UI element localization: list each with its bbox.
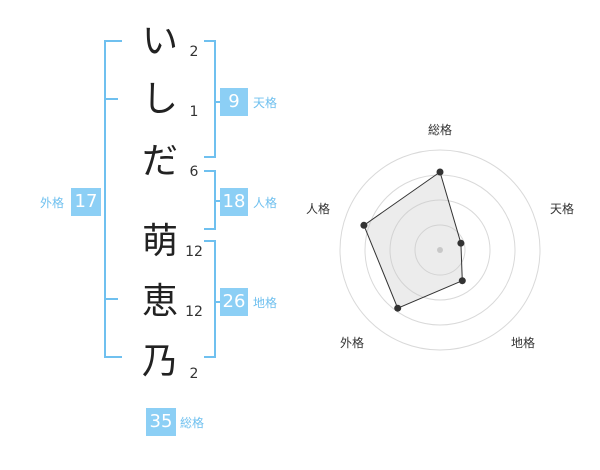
given-strokes-1: 12 [185,244,203,260]
surname-strokes-3: 6 [189,164,199,180]
surname-strokes-1: 2 [189,44,199,60]
outer-bracket-mid [104,98,118,100]
given-char-3: 乃 [141,341,178,382]
outer-bracket-top [104,40,122,42]
radar-point-2 [458,277,466,285]
given-char-1: 萌 [141,221,178,262]
jinkaku-bracket-top [204,170,216,172]
radar-point-0 [436,168,444,176]
outer-bracket-mid2 [104,298,118,300]
tenkaku-label: 天格 [253,96,278,110]
tenkaku-bracket-bottom [204,156,216,158]
jinkaku-bracket-stub [214,200,222,202]
soukaku-label: 総格 [180,416,205,430]
surname-char-2: し [141,79,178,120]
radar-center-dot [437,247,443,253]
axis-label-tenkaku: 天格 [550,202,575,216]
chikaku-bracket-stub [214,301,222,303]
radar-point-1 [457,239,465,247]
chikaku-bracket-top [204,240,216,242]
axis-label-chikaku: 地格 [511,336,536,350]
axis-label-gaikaku: 外格 [340,336,365,350]
surname-char-1: い [141,21,178,62]
surname-strokes-2: 1 [189,104,199,120]
radar-point-4 [360,221,368,229]
surname-char-3: だ [141,141,178,182]
chikaku-bracket-bottom [204,356,216,358]
jinkaku-bracket-bottom [204,228,216,230]
tenkaku-bracket-stub [214,101,222,103]
radar-area [363,171,463,309]
jinkaku-label: 人格 [253,196,278,210]
jinkaku-badge: 18 [220,188,248,216]
given-strokes-2: 12 [185,304,203,320]
tenkaku-badge: 9 [220,88,248,116]
axis-label-soukaku: 総格 [428,123,453,137]
chikaku-label: 地格 [253,296,278,310]
chikaku-badge: 26 [220,288,248,316]
given-strokes-3: 2 [189,366,199,382]
outer-bracket-bottom [104,356,122,358]
tenkaku-bracket-vertical [214,40,216,158]
chikaku-bracket-vertical [214,240,216,358]
outer-bracket-vertical [104,40,106,358]
radar-point-3 [394,304,402,312]
given-char-2: 恵 [141,281,178,322]
gaikaku-label: 外格 [40,196,65,210]
axis-label-jinkaku: 人格 [306,202,331,216]
gaikaku-badge: 17 [71,188,101,216]
soukaku-badge: 35 [146,408,176,436]
tenkaku-bracket-top [204,40,216,42]
